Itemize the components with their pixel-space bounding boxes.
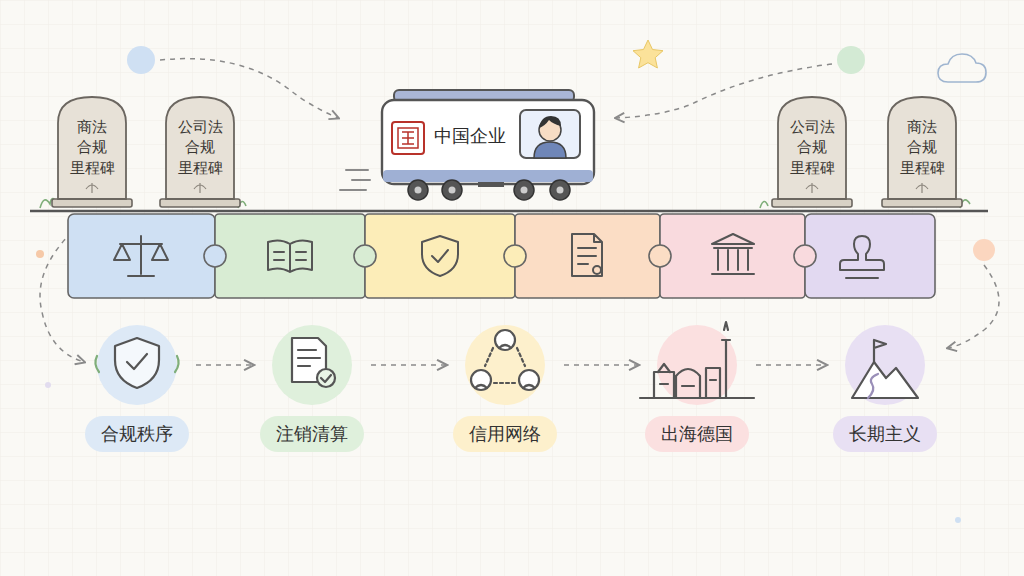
topic-label: 注销清算 xyxy=(260,416,364,452)
milestone-text: 公司法 合规 里程碑 xyxy=(175,117,225,178)
topic-label: 信用网络 xyxy=(453,416,557,452)
milestone-text: 公司法 合规 里程碑 xyxy=(787,117,837,178)
topic-label: 合规秩序 xyxy=(85,416,189,452)
topic-icons xyxy=(95,322,925,405)
topic-node: 注销清算 xyxy=(256,318,368,458)
topic-node: 长期主义 xyxy=(829,318,941,458)
milestone-text: 商法 合规 里程碑 xyxy=(67,117,117,178)
milestone-text: 商法 合规 里程碑 xyxy=(897,117,947,178)
flow-arrow xyxy=(371,364,446,366)
milestone-stone: 公司法 合规 里程碑 xyxy=(160,93,240,207)
decor xyxy=(36,40,999,523)
company-truck: 中国企业 xyxy=(374,86,606,202)
puzzle-band xyxy=(68,214,935,298)
milestone-stone: 商法 合规 里程碑 xyxy=(52,93,132,207)
topic-label: 长期主义 xyxy=(833,416,937,452)
puzzle-icons xyxy=(114,234,884,278)
topic-node: 合规秩序 xyxy=(81,318,193,458)
topic-node: 出海德国 xyxy=(641,318,753,458)
truck-label: 中国企业 xyxy=(434,124,506,148)
milestone-stone: 商法 合规 里程碑 xyxy=(882,93,962,207)
flow-arrow xyxy=(564,364,638,366)
flow-arrow xyxy=(756,364,826,366)
milestone-stone: 公司法 合规 里程碑 xyxy=(772,93,852,207)
flow-arrow xyxy=(196,364,253,366)
topic-node: 信用网络 xyxy=(449,318,561,458)
topic-label: 出海德国 xyxy=(645,416,749,452)
road-line xyxy=(30,210,988,213)
